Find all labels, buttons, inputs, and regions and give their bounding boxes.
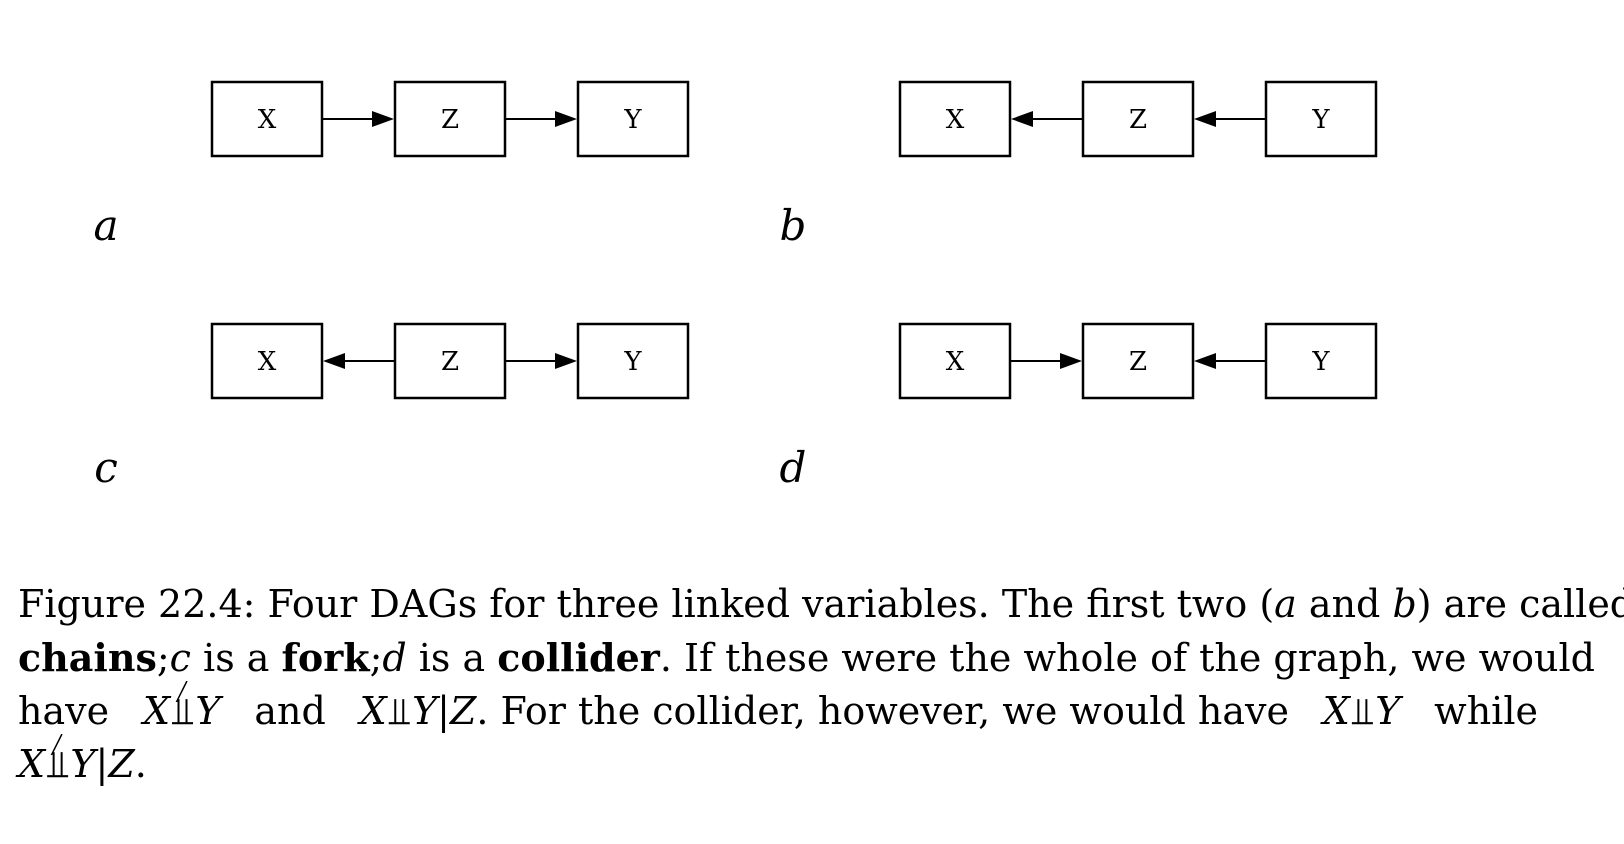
- node-y: Y: [1264, 80, 1378, 158]
- caption-line-4: X⫫Y|Z.: [18, 734, 1538, 791]
- caption-line-3: have X⫫Y and X⫫Y|Z. For the collider, ho…: [18, 681, 1538, 738]
- panel-label: c: [94, 443, 118, 492]
- dag-panel-d: X Z Yd: [780, 322, 1378, 492]
- node-label: Y: [623, 347, 642, 377]
- node-y: Y: [576, 322, 690, 400]
- caption-text: is a: [406, 636, 498, 680]
- caption-panel-ref: d: [382, 636, 407, 680]
- math-given-bar: |: [437, 689, 450, 733]
- caption-text: and: [1296, 582, 1393, 626]
- arrowhead: [1011, 111, 1033, 127]
- math-variable: Y: [195, 689, 221, 733]
- edge-y-to-z: [1194, 111, 1266, 127]
- math-variable: X: [18, 742, 46, 786]
- math-variable: X: [359, 689, 387, 733]
- arrowhead: [1060, 353, 1082, 369]
- caption-text: while: [1434, 689, 1538, 733]
- node-label: Z: [1129, 347, 1147, 377]
- node-label: X: [946, 105, 965, 135]
- node-x: X: [210, 322, 324, 400]
- caption-text: and: [254, 689, 326, 733]
- node-label: X: [946, 347, 965, 377]
- node-label: Z: [1129, 105, 1147, 135]
- caption-text: ;: [156, 636, 170, 680]
- panel-label: d: [780, 443, 807, 492]
- caption-text: . For the collider, however, we would ha…: [476, 689, 1289, 733]
- node-label: Z: [441, 347, 459, 377]
- caption-panel-ref: c: [169, 636, 191, 680]
- dag-panel-b: X Z Yb: [780, 80, 1378, 250]
- arrowhead: [1194, 111, 1216, 127]
- node-z: Z: [393, 322, 507, 400]
- math-variable: Z: [449, 689, 477, 733]
- edge-z-to-x: [323, 353, 395, 369]
- arrowhead: [323, 353, 345, 369]
- node-label: Y: [1311, 105, 1330, 135]
- math-variable: X: [1322, 689, 1350, 733]
- math-variable: X: [142, 689, 171, 733]
- node-label: Y: [1311, 347, 1330, 377]
- node-label: Z: [441, 105, 459, 135]
- node-z: Z: [1081, 322, 1195, 400]
- caption-text: . If these were the whole of the graph, …: [659, 636, 1595, 680]
- arrowhead: [372, 111, 394, 127]
- edge-x-to-z: [322, 111, 394, 127]
- edge-y-to-z: [1194, 353, 1266, 369]
- panel-label: b: [780, 201, 807, 250]
- arrowhead: [555, 353, 577, 369]
- independent-symbol: ⫫: [388, 689, 411, 733]
- caption-term-collider: collider: [497, 635, 660, 680]
- arrowhead: [555, 111, 577, 127]
- caption-text: .: [134, 742, 147, 786]
- edge-z-to-y: [505, 353, 577, 369]
- caption-text: Figure 22.4: Four DAGs for three linked …: [18, 582, 1275, 626]
- node-label: X: [258, 347, 277, 377]
- caption-term-chains: chains: [18, 635, 157, 680]
- node-x: X: [898, 322, 1012, 400]
- caption-text: ;: [369, 636, 383, 680]
- dag-panel-a: X Z Ya: [93, 80, 690, 250]
- math-variable: Y: [412, 689, 438, 733]
- arrowhead: [1194, 353, 1216, 369]
- not-independent-symbol: ⫫: [172, 681, 193, 738]
- caption-line-1: Figure 22.4: Four DAGs for three linked …: [18, 578, 1624, 631]
- node-label: Y: [623, 105, 642, 135]
- figure-caption: Figure 22.4: Four DAGs for three linked …: [18, 578, 1624, 791]
- not-independent-symbol: ⫫: [47, 734, 68, 791]
- caption-text: is a: [190, 636, 282, 680]
- caption-term-fork: fork: [281, 635, 370, 680]
- node-label: X: [258, 105, 277, 135]
- node-y: Y: [576, 80, 690, 158]
- caption-text: have: [18, 689, 110, 733]
- caption-panel-ref: b: [1392, 582, 1417, 626]
- edge-x-to-z: [1010, 353, 1082, 369]
- node-z: Z: [393, 80, 507, 158]
- math-variable: Z: [108, 742, 135, 786]
- math-variable: Y: [70, 742, 96, 786]
- math-variable: Y: [1375, 689, 1401, 733]
- caption-panel-ref: a: [1274, 582, 1297, 626]
- node-y: Y: [1264, 322, 1378, 400]
- math-given-bar: |: [95, 742, 109, 786]
- independent-symbol: ⫫: [1351, 689, 1374, 733]
- edge-z-to-x: [1011, 111, 1083, 127]
- node-x: X: [898, 80, 1012, 158]
- caption-text: ) are called: [1416, 582, 1624, 626]
- dag-panel-c: X Z Yc: [94, 322, 690, 492]
- panel-label: a: [93, 201, 118, 250]
- node-z: Z: [1081, 80, 1195, 158]
- caption-line-2: chains; c is a fork; d is a collider. If…: [18, 631, 1595, 685]
- edge-z-to-y: [505, 111, 577, 127]
- node-x: X: [210, 80, 324, 158]
